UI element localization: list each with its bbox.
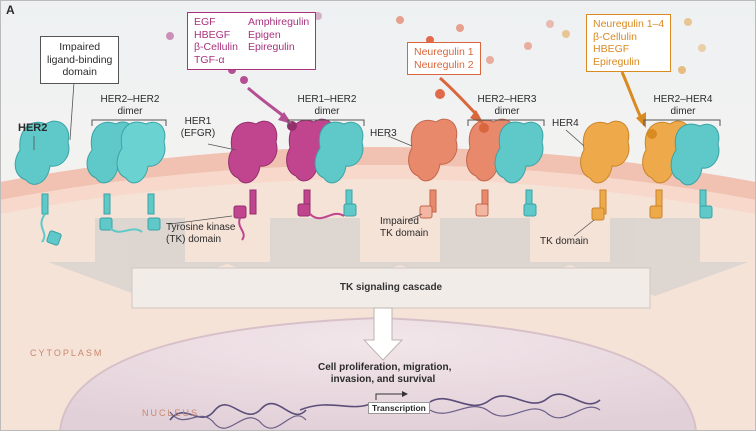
her1-label: HER1 (EFGR) — [178, 116, 218, 140]
impaired-binding-line3: domain — [62, 66, 97, 78]
her1-her2-dimer — [286, 118, 364, 220]
membrane-outer-leaflet — [0, 147, 756, 200]
impaired-binding-label: Impaired ligand-binding domain — [40, 36, 120, 84]
ligand-name: Epigen — [247, 28, 281, 41]
leader-line — [407, 213, 423, 221]
impaired-binding-line1: Impaired — [59, 41, 101, 53]
dimer-bracket — [643, 119, 721, 126]
cascade-label: TK signaling cascade — [339, 282, 443, 293]
ligand-name: Epiregulin — [593, 55, 640, 68]
her3-dimer-line2: dimer — [494, 106, 520, 117]
her1-ligand-col1: EGF HBEGF β-Cellulin TGF-α — [194, 16, 238, 66]
tk-domain-line1: Tyrosine kinase — [166, 222, 236, 233]
her2-label: HER2 — [18, 122, 48, 134]
ligand-name: Neuregulin 1 — [414, 46, 474, 58]
impaired-binding-line2: ligand-binding — [47, 53, 113, 66]
ligand-name: TGF-α — [194, 53, 225, 66]
her4-dimer-line2: dimer — [670, 106, 696, 117]
outcome-line1: Cell proliferation, migration, — [318, 362, 452, 373]
her2-her3-dimer — [466, 118, 544, 217]
outcome-line2: invasion, and survival — [330, 374, 436, 385]
her1-line1: HER1 — [184, 116, 212, 127]
dimer-bracket — [467, 119, 545, 126]
her3-ligand-box: Neuregulin 1 Neuregulin 2 — [407, 42, 481, 75]
her3-dimer-line1: HER2–HER3 — [477, 94, 537, 105]
ligand-dots-her4 — [562, 18, 706, 74]
dna-strand — [429, 393, 601, 407]
her1-receptor — [228, 120, 278, 241]
her2-dimer-line1: HER2–HER2 — [100, 94, 160, 105]
leader-line — [207, 143, 237, 151]
her2-her4-dimer — [642, 120, 720, 219]
transcription-label: Transcription — [368, 402, 430, 414]
her3-dimer-label: HER2–HER3 dimer — [468, 94, 546, 118]
her2-dimer-line2: dimer — [117, 106, 143, 117]
tk-domain-line2: (TK) domain — [166, 234, 222, 245]
her4-dimer-label: HER2–HER4 dimer — [644, 94, 722, 118]
ligand-name: HBEGF — [194, 28, 231, 41]
impaired-tk-line2: TK domain — [380, 228, 429, 239]
dimer-bracket — [287, 119, 365, 126]
her3-label: HER3 — [370, 128, 397, 139]
cytoplasm-label: CYTOPLASM — [30, 348, 104, 358]
leader-line — [69, 81, 75, 141]
panel-label: A — [6, 3, 15, 17]
her2-her2-dimer — [86, 121, 166, 233]
membrane-inner-leaflet — [0, 165, 756, 214]
dna-strand — [429, 406, 601, 419]
her3-receptor — [408, 118, 458, 219]
ligand-name: Neuregulin 1–4 — [593, 18, 665, 30]
her1-dimer-line2: dimer — [314, 106, 340, 117]
transcription-arrow — [375, 393, 402, 400]
her1-ligand-box: EGF HBEGF β-Cellulin TGF-α Amphiregulin … — [187, 12, 317, 70]
ligand-name: Amphiregulin — [247, 16, 310, 28]
ligand-name: β-Cellulin — [593, 30, 637, 43]
leader-line — [169, 215, 233, 225]
ligand-name: EGF — [194, 16, 216, 28]
her4-label: HER4 — [552, 118, 579, 129]
ligand-name: Epiregulin — [247, 41, 295, 53]
her1-dimer-label: HER1–HER2 dimer — [288, 94, 366, 118]
impaired-tk-line1: Impaired — [380, 216, 419, 227]
her1-ligand-col2: Amphiregulin Epigen Epiregulin — [248, 16, 309, 66]
her4-dimer-line1: HER2–HER4 — [653, 94, 713, 105]
cascade-to-nucleus-arrow — [362, 307, 404, 361]
leader-line — [573, 219, 595, 237]
her4-receptor — [580, 120, 630, 221]
dimer-bracket — [91, 119, 167, 126]
her1-dimer-line1: HER1–HER2 — [297, 94, 357, 105]
ligand-name: Neuregulin 2 — [414, 58, 474, 71]
dna-strand — [169, 411, 307, 429]
leader-line — [387, 135, 413, 147]
ligand-name: β-Cellulin — [194, 41, 238, 53]
dna-strand — [169, 402, 307, 421]
her4-ligand-box: Neuregulin 1–4 β-Cellulin HBEGF Epiregul… — [586, 14, 672, 72]
leader-line — [565, 129, 585, 147]
her4-tk-domain-label: TK domain — [540, 236, 589, 247]
her2-receptor — [14, 120, 70, 246]
impaired-tk-label: Impaired TK domain — [380, 216, 428, 240]
nucleus-label: NUCLEUS — [142, 408, 200, 418]
ligand-dots-her3 — [396, 16, 554, 99]
ligand-name: HBEGF — [593, 43, 630, 55]
transcription-arrowhead — [402, 391, 408, 397]
outcome-label: Cell proliferation, migration, invasion,… — [318, 362, 452, 386]
her1-line2: (EFGR) — [180, 128, 216, 139]
tk-domain-label: Tyrosine kinase (TK) domain — [166, 222, 235, 246]
her2-dimer-label: HER2–HER2 dimer — [92, 94, 168, 118]
